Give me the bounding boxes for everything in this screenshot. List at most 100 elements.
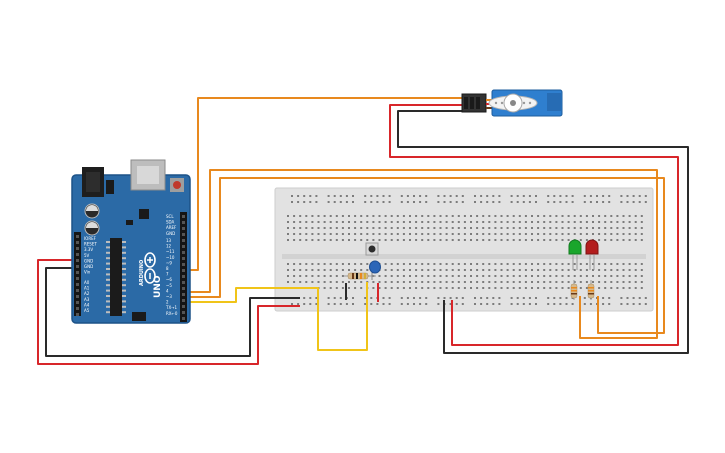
digital-header-pin[interactable] <box>182 233 185 236</box>
breadboard-hole <box>327 201 330 203</box>
breadboard-hole <box>360 221 363 223</box>
ceramic-capacitor[interactable] <box>369 260 381 280</box>
power-header-pin[interactable] <box>76 313 79 316</box>
breadboard-hole <box>402 233 405 235</box>
breadboard-hole <box>553 297 556 299</box>
breadboard-hole <box>492 201 495 203</box>
breadboard-hole <box>437 201 440 203</box>
breadboard-hole <box>512 215 515 217</box>
digital-header <box>180 212 187 322</box>
power-header-pin[interactable] <box>76 307 79 310</box>
digital-header-pin[interactable] <box>182 257 185 260</box>
power-header-pin[interactable] <box>76 253 79 256</box>
breadboard-hole <box>427 227 430 229</box>
breadboard-hole <box>579 215 582 217</box>
wire-servo-signal[interactable] <box>186 97 462 271</box>
power-header-pin[interactable] <box>76 241 79 244</box>
breadboard-hole <box>463 287 466 289</box>
push-button[interactable] <box>365 242 379 256</box>
breadboard-hole <box>366 221 369 223</box>
breadboard-hole <box>535 201 537 203</box>
power-header-pin[interactable] <box>76 247 79 250</box>
breadboard-hole <box>604 215 607 217</box>
wire-gnd[interactable] <box>45 267 300 357</box>
breadboard-hole <box>579 275 582 277</box>
resistor-button[interactable] <box>344 272 376 280</box>
breadboard-hole <box>480 195 483 197</box>
digital-pin-label: ~6 <box>166 277 172 282</box>
breadboard-hole <box>297 195 300 197</box>
breadboard-hole <box>341 233 344 235</box>
breadboard-hole <box>561 287 564 289</box>
digital-header-pin[interactable] <box>182 317 185 320</box>
breadboard-hole <box>364 303 367 305</box>
breadboard-hole <box>616 227 619 229</box>
digital-header-pin[interactable] <box>182 287 185 290</box>
breadboard-hole <box>315 195 318 197</box>
breadboard-hole <box>433 281 436 283</box>
wire-led-green[interactable] <box>186 169 658 339</box>
wire-5v[interactable] <box>37 259 300 365</box>
power-header-pin[interactable] <box>76 295 79 298</box>
breadboard-hole <box>352 201 354 203</box>
digital-header-pin[interactable] <box>182 227 185 230</box>
digital-header-pin[interactable] <box>182 269 185 272</box>
breadboard-hole <box>537 215 540 217</box>
power-header-pin[interactable] <box>76 283 79 286</box>
breadboard-hole <box>433 227 436 229</box>
power-header-pin[interactable] <box>76 277 79 280</box>
power-header-pin[interactable] <box>76 259 79 262</box>
power-header-pin[interactable] <box>76 271 79 274</box>
digital-header-pin[interactable] <box>182 263 185 266</box>
breadboard-hole <box>366 263 369 265</box>
breadboard-hole <box>287 275 289 277</box>
micro-servo[interactable] <box>461 89 563 117</box>
breadboard-hole <box>449 201 452 203</box>
breadboard-hole <box>455 303 458 305</box>
breadboard-hole <box>610 233 613 235</box>
digital-header-pin[interactable] <box>182 245 185 248</box>
power-header-pin[interactable] <box>76 289 79 292</box>
wire-led-red[interactable] <box>186 177 665 334</box>
breadboard-hole <box>494 263 497 265</box>
breadboard-hole <box>555 233 558 235</box>
breadboard-hole <box>634 275 637 277</box>
digital-header-pin[interactable] <box>182 275 185 278</box>
breadboard-hole <box>427 275 430 277</box>
breadboard-hole <box>449 297 452 299</box>
resistor-led-green[interactable] <box>570 280 578 300</box>
wire-button[interactable] <box>186 282 368 351</box>
power-header-pin[interactable] <box>76 265 79 268</box>
breadboard-hole <box>622 239 625 241</box>
breadboard-hole <box>531 215 533 217</box>
breadboard-hole <box>549 239 552 241</box>
breadboard-hole <box>616 263 619 265</box>
digital-header-pin[interactable] <box>182 281 185 284</box>
breadboard-hole <box>329 281 332 283</box>
breadboard-hole <box>402 227 405 229</box>
digital-header-pin[interactable] <box>182 311 185 314</box>
breadboard-hole <box>512 281 515 283</box>
led-red[interactable] <box>585 239 599 270</box>
digital-header-pin[interactable] <box>182 251 185 254</box>
power-header-pin[interactable] <box>76 235 79 238</box>
digital-header-pin[interactable] <box>182 215 185 218</box>
power-header-pin[interactable] <box>76 301 79 304</box>
breadboard-hole <box>604 227 607 229</box>
breadboard-hole <box>494 281 497 283</box>
top-pin-label: GND <box>166 231 175 236</box>
digital-header-pin[interactable] <box>182 305 185 308</box>
breadboard-hole <box>323 269 326 271</box>
breadboard-hole <box>390 221 393 223</box>
led-green[interactable] <box>568 239 582 270</box>
breadboard-hole <box>543 269 546 271</box>
breadboard-hole <box>470 269 472 271</box>
resistor-led-red[interactable] <box>587 280 595 300</box>
digital-header-pin[interactable] <box>182 299 185 302</box>
breadboard-hole <box>592 263 594 265</box>
digital-header-pin[interactable] <box>182 293 185 296</box>
breadboard-hole <box>506 287 509 289</box>
digital-header-pin[interactable] <box>182 239 185 242</box>
digital-header-pin[interactable] <box>182 221 185 224</box>
